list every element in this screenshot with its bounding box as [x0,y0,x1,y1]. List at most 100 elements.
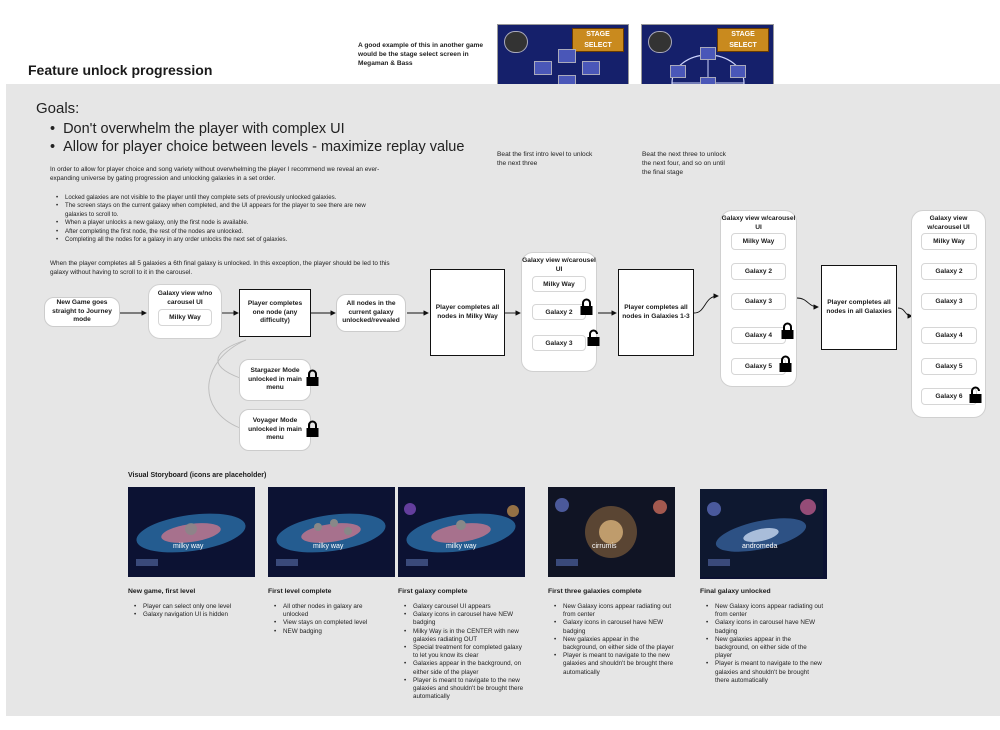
galaxy-view-heading: Galaxy view w/carousel UI [721,215,796,231]
galaxy-name: milky way [173,543,204,550]
lock-icon [306,420,319,437]
storyboard-title: First three galaxies complete [548,588,642,595]
galaxy-button: Galaxy 2 [731,263,786,280]
note-item: NEW badging [274,628,389,636]
completes-one-label: Player completes one node (any difficult… [247,300,303,325]
galaxy-button: Galaxy 3 [731,293,786,310]
galaxy-view-heading: Galaxy view w/carousel UI [522,257,596,273]
galaxy-button: Galaxy 2 [532,304,586,320]
note-item: Galaxy carousel UI appears [404,603,524,611]
unlocked-lock-icon [587,329,600,346]
galaxy-name: cirrumis [592,543,617,550]
note-item: Special treatment for completed galaxy t… [404,644,524,660]
storyboard-image-3: milky way [398,487,525,577]
storyboard-notes: Player can select only one level Galaxy … [134,603,259,620]
storyboard-image-5: andromeda [700,489,827,579]
galaxy-button: Milky Way [532,276,586,292]
stargazer-label: Stargazer Mode unlocked in main menu [248,367,302,392]
note-item: New galaxies appear in the background, o… [706,636,824,661]
note-item: Galaxy icons in carousel have NEW badgin… [554,619,674,635]
galaxy-button: Galaxy 4 [921,327,977,344]
storyboard-image-4: cirrumis [548,487,675,577]
note-item: New Galaxy icons appear radiating out fr… [554,603,674,619]
galaxy-view-nocarousel: Galaxy view w/no carousel UI Milky Way [148,284,222,339]
rule-item: The screen stays on the current galaxy w… [56,202,386,219]
completes-milky-way: Player completes all nodes in Milky Way [430,269,505,356]
completes-galaxies-1-3: Player completes all nodes in Galaxies 1… [618,269,694,356]
rule-item: After completing the first node, the res… [56,228,386,237]
completes-milky-label: Player completes all nodes in Milky Way [435,304,500,320]
storyboard-notes: New Galaxy icons appear radiating out fr… [706,603,824,685]
example-note: A good example of this in another game w… [358,42,484,67]
galaxy-button: Galaxy 5 [921,358,977,375]
lock-icon [781,322,794,339]
galaxy-button: Galaxy 5 [731,358,786,375]
storyboard-notes: All other nodes in galaxy are unlocked V… [274,603,389,636]
milky-way-button: Milky Way [158,309,212,326]
note-item: Player is meant to navigate to the new g… [706,660,824,685]
goal-item: Allow for player choice between levels -… [50,139,464,155]
completes-1-3-label: Player completes all nodes in Galaxies 1… [622,304,690,320]
goals-heading: Goals: [36,100,80,117]
final-note: When the player completes all 5 galaxies… [50,260,390,276]
galaxy-name: andromeda [742,543,778,550]
note-item: Milky Way is in the CENTER with new gala… [404,628,524,644]
new-game-node: New Game goes straight to Journey mode [44,297,120,327]
note-item: Player can select only one level [134,603,259,611]
galaxy-view-carousel-3: Galaxy view w/carousel UI Milky Way Gala… [911,210,986,418]
galaxy-view-heading: Galaxy view w/carousel UI [927,215,970,231]
unlocked-lock-icon [969,386,982,403]
storyboard-title: New game, first level [128,588,196,595]
storyboard-heading: Visual Storyboard (icons are placeholder… [128,472,267,479]
note-item: All other nodes in galaxy are unlocked [274,603,389,619]
note-item: Galaxy icons in carousel have NEW badgin… [404,611,524,627]
galaxy-button: Milky Way [731,233,786,250]
storyboard-image-2: milky way [268,487,395,577]
lock-icon [306,369,319,386]
lock-icon [779,355,792,372]
stage-select-label: STAGE SELECT [572,28,624,52]
stage-select-label: STAGE SELECT [717,28,769,52]
new-game-label: New Game goes straight to Journey mode [52,299,112,324]
stargazer-mode-node: Stargazer Mode unlocked in main menu [239,359,311,401]
note-item: Galaxy navigation UI is hidden [134,611,259,619]
galaxy-button: Galaxy 3 [921,293,977,310]
note-item: Galaxies appear in the background, on ei… [404,660,524,676]
rules-list: Locked galaxies are not visible to the p… [56,194,386,245]
note-item: View stays on completed level [274,619,389,627]
voyager-mode-node: Voyager Mode unlocked in main menu [239,409,311,451]
galaxy-button: Galaxy 3 [532,335,586,351]
example-caption-2: Beat the next three to unlock the next f… [642,151,726,176]
galaxy-name: milky way [446,543,477,550]
storyboard-notes: Galaxy carousel UI appears Galaxy icons … [404,603,524,701]
note-item: Player is meant to navigate to the new g… [404,677,524,702]
storyboard-title: First level complete [268,588,332,595]
completes-one-node: Player completes one node (any difficult… [239,289,311,337]
galaxy-button: Galaxy 6 [921,388,977,405]
completes-all-label: Player completes all nodes in all Galaxi… [826,299,892,315]
galaxy-button: Galaxy 4 [731,327,786,344]
note-item: Galaxy icons in carousel have NEW badgin… [706,619,824,635]
galaxy-button: Galaxy 2 [921,263,977,280]
storyboard-title: Final galaxy unlocked [700,588,771,595]
all-nodes-label: All nodes in the current galaxy unlocked… [342,300,400,325]
note-item: New Galaxy icons appear radiating out fr… [706,603,824,619]
page-title: Feature unlock progression [28,62,213,78]
rule-item: When a player unlocks a new galaxy, only… [56,219,386,228]
intro-paragraph: In order to allow for player choice and … [50,166,380,182]
note-item: New galaxies appear in the background, o… [554,636,674,652]
all-nodes-revealed: All nodes in the current galaxy unlocked… [336,294,406,332]
lock-icon [580,298,593,315]
voyager-label: Voyager Mode unlocked in main menu [248,417,302,442]
galaxy-button: Milky Way [921,233,977,250]
storyboard-image-1: milky way [128,487,255,577]
storyboard-title: First galaxy complete [398,588,468,595]
galaxy-view-heading: Galaxy view w/no carousel UI [157,290,213,306]
galaxy-name: milky way [313,543,344,550]
rule-item: Completing all the nodes for a galaxy in… [56,236,386,245]
goal-item: Don't overwhelm the player with complex … [50,121,345,137]
completes-all-galaxies: Player completes all nodes in all Galaxi… [821,265,897,350]
example-caption-1: Beat the first intro level to unlock the… [497,151,593,167]
storyboard-notes: New Galaxy icons appear radiating out fr… [554,603,674,677]
